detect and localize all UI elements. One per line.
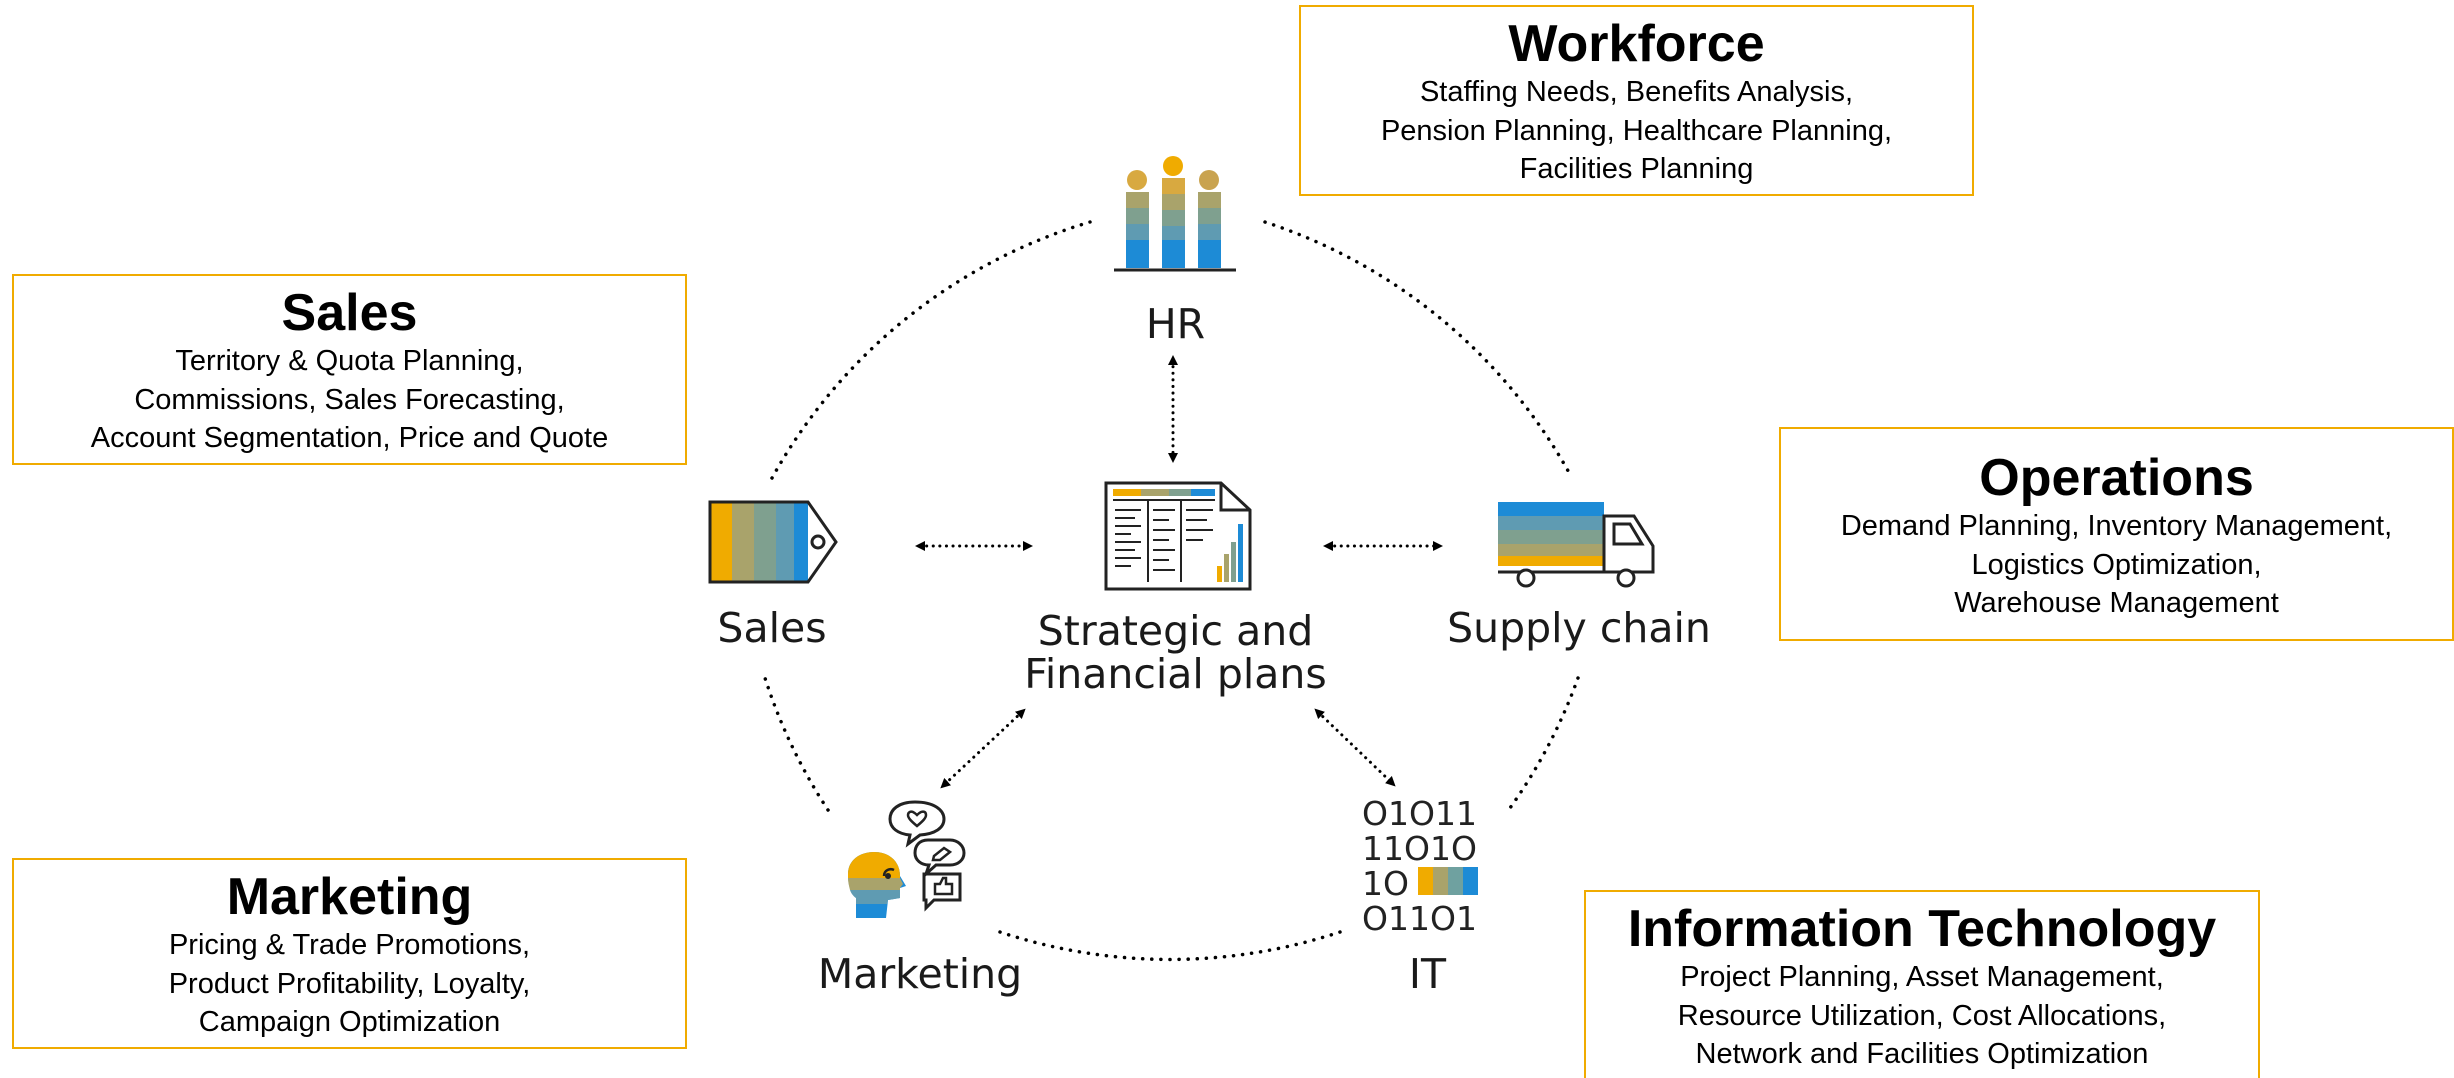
delivery-truck-icon bbox=[1498, 502, 1655, 588]
marketing-box: Marketing Pricing & Trade Promotions, Pr… bbox=[12, 858, 687, 1049]
operations-title: Operations bbox=[1979, 449, 2254, 507]
operations-desc-3: Warehouse Management bbox=[1954, 587, 2279, 619]
arc-supply-it bbox=[1508, 676, 1580, 810]
binary-code-icon: O1O11 11O1O 1O O11O1 bbox=[1362, 795, 1478, 935]
workforce-desc-2: Pension Planning, Healthcare Planning, bbox=[1380, 114, 1893, 147]
workforce-title: Workforce bbox=[1508, 15, 1765, 73]
it-desc-1: Project Planning, Asset Management, bbox=[1680, 961, 2164, 993]
price-tag-icon bbox=[708, 500, 838, 584]
marketing-title: Marketing bbox=[226, 868, 473, 926]
workforce-box: Workforce Staffing Needs, Benefits Analy… bbox=[1299, 5, 1974, 196]
link-center-it bbox=[1314, 708, 1396, 787]
spreadsheet-report-icon bbox=[1104, 481, 1252, 591]
binary-row-3: 1O bbox=[1362, 864, 1409, 903]
center-label-line1: Strategic and bbox=[1037, 607, 1314, 655]
arc-it-marketing bbox=[998, 930, 1342, 962]
it-desc-2: Resource Utilization, Cost Allocations, bbox=[1677, 999, 2167, 1032]
sales-box: Sales Territory & Quota Planning, Commis… bbox=[12, 274, 687, 465]
marketing-desc-2: Product Profitability, Loyalty, bbox=[168, 967, 531, 1000]
social-head-icon bbox=[848, 800, 966, 918]
sales-desc-3: Account Segmentation, Price and Quote bbox=[90, 422, 609, 454]
sales-desc-2: Commissions, Sales Forecasting, bbox=[134, 383, 565, 416]
marketing-label: Marketing bbox=[817, 950, 1023, 998]
arc-sales-hr bbox=[770, 220, 1092, 480]
people-icon bbox=[1114, 156, 1236, 272]
operations-desc-1: Demand Planning, Inventory Management, bbox=[1840, 510, 2393, 542]
binary-row-1: O1O11 bbox=[1362, 795, 1477, 833]
workforce-desc-3: Facilities Planning bbox=[1519, 153, 1754, 185]
binary-row-2: 11O1O bbox=[1362, 829, 1477, 868]
sales-title: Sales bbox=[281, 284, 418, 342]
workforce-desc-1: Staffing Needs, Benefits Analysis, bbox=[1419, 76, 1854, 108]
marketing-desc-3: Campaign Optimization bbox=[198, 1006, 501, 1038]
it-label: IT bbox=[1408, 950, 1447, 998]
operations-desc-2: Logistics Optimization, bbox=[1971, 548, 2262, 581]
it-box: Information Technology Project Planning,… bbox=[1584, 890, 2260, 1078]
arc-hr-supply bbox=[1263, 220, 1574, 480]
sales-desc-1: Territory & Quota Planning, bbox=[175, 345, 524, 377]
it-title: Information Technology bbox=[1627, 900, 2217, 958]
link-center-marketing bbox=[940, 708, 1026, 789]
center-label-line2: Financial plans bbox=[1024, 650, 1327, 698]
arc-marketing-sales bbox=[763, 676, 830, 812]
supply-chain-label: Supply chain bbox=[1447, 604, 1711, 652]
operations-box: Operations Demand Planning, Inventory Ma… bbox=[1779, 427, 2454, 641]
hr-label: HR bbox=[1145, 300, 1206, 348]
marketing-desc-1: Pricing & Trade Promotions, bbox=[168, 929, 531, 961]
it-desc-3: Network and Facilities Optimization bbox=[1695, 1038, 2149, 1070]
binary-row-4: O11O1 bbox=[1362, 899, 1477, 935]
sales-label: Sales bbox=[717, 604, 827, 652]
